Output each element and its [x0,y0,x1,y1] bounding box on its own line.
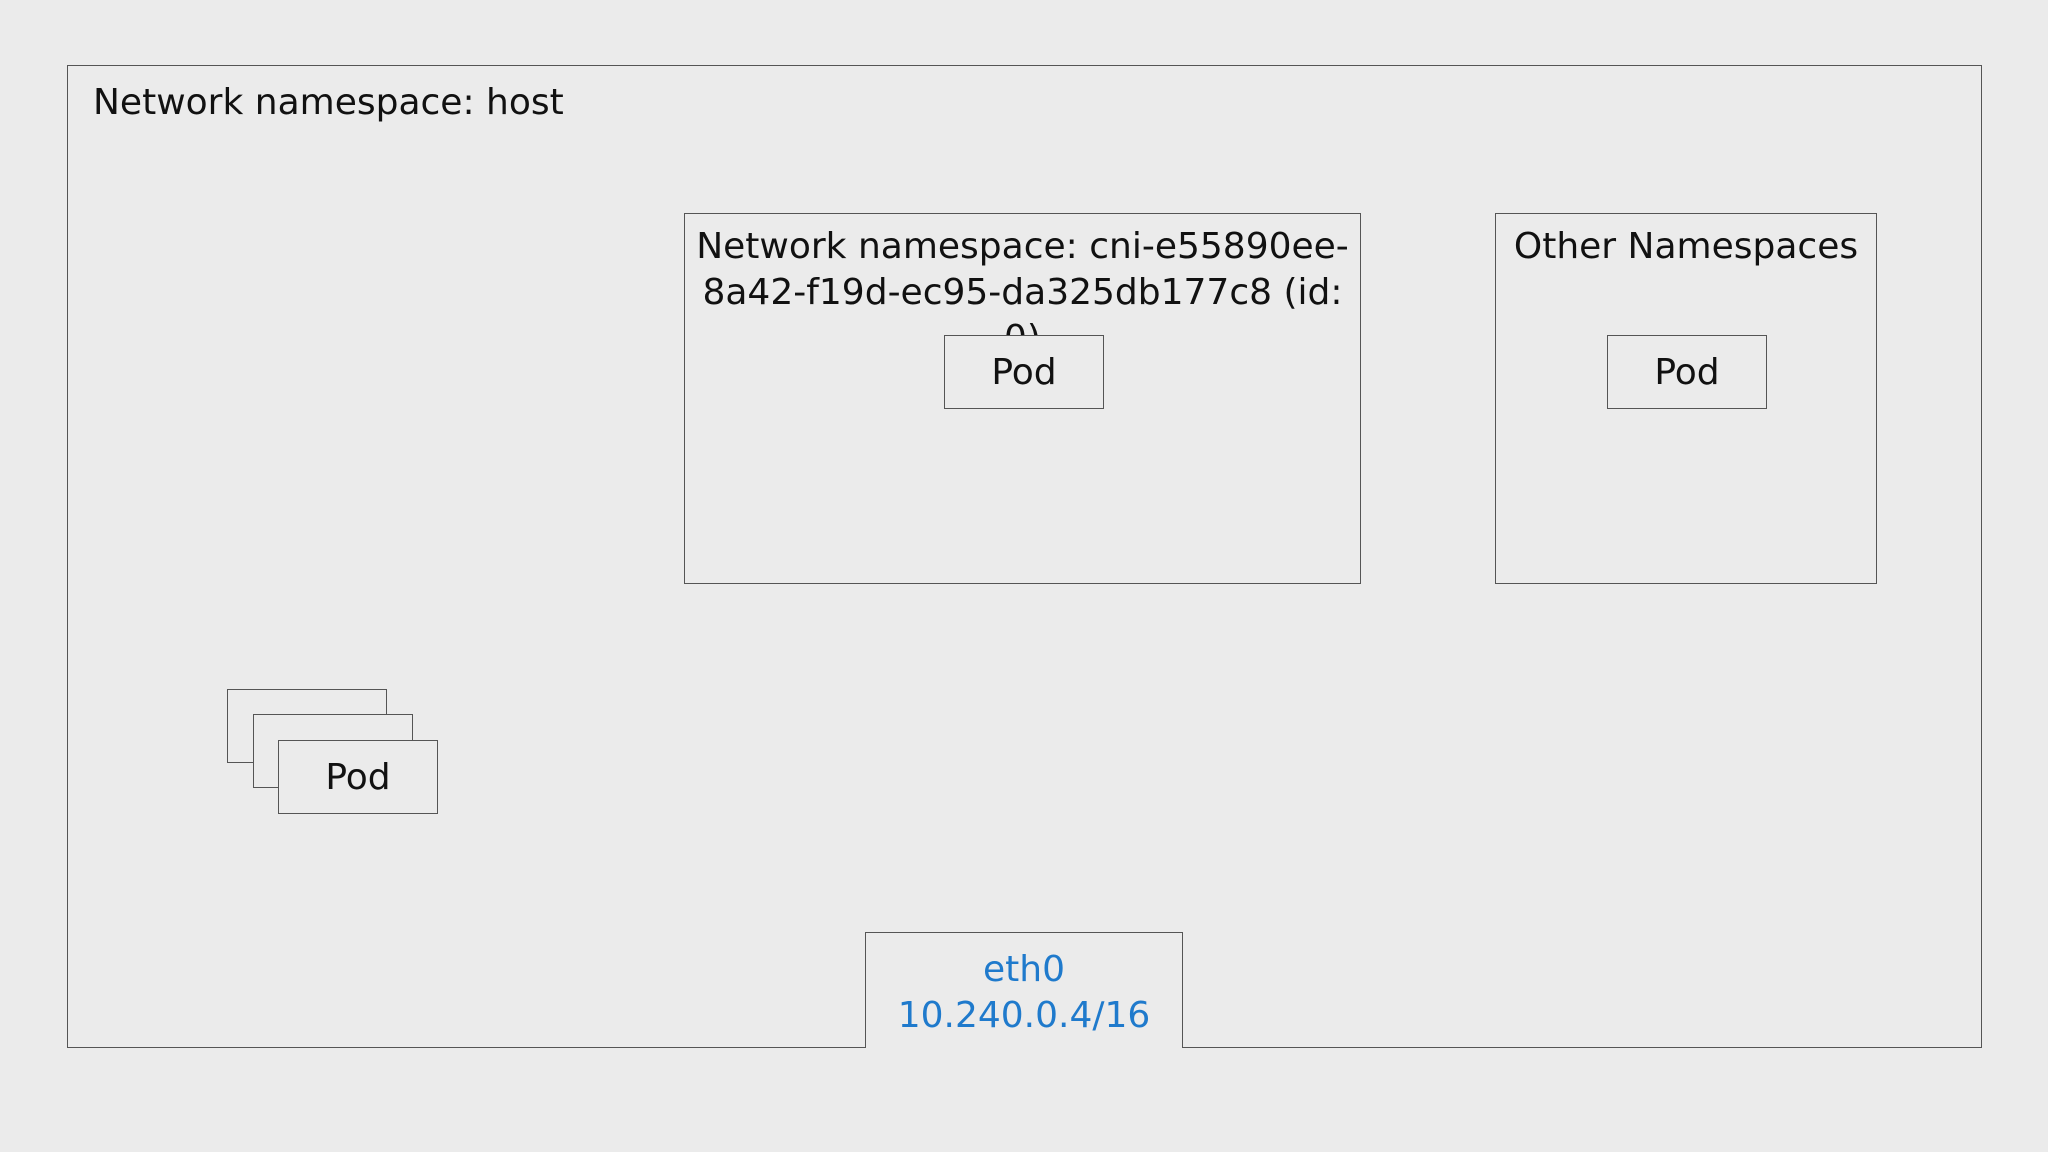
other-namespaces-pod-label: Pod [1654,351,1720,393]
other-namespaces-box: Other Namespaces Pod [1495,213,1877,584]
cni-namespace-pod: Pod [944,335,1104,409]
eth0-interface-name: eth0 [983,948,1065,990]
eth0-interface-address: 10.240.0.4/16 [897,994,1151,1036]
other-namespaces-pod: Pod [1607,335,1767,409]
host-pod-stack-front-label: Pod [325,756,391,798]
host-namespace-label: Network namespace: host [93,82,564,123]
host-pod-stack-front: Pod [278,740,438,814]
eth0-interface-box: eth0 10.240.0.4/16 [865,932,1183,1048]
cni-namespace-box: Network namespace: cni-e55890ee- 8a42-f1… [684,213,1361,584]
cni-namespace-pod-label: Pod [991,351,1057,393]
other-namespaces-label: Other Namespaces [1513,226,1859,267]
